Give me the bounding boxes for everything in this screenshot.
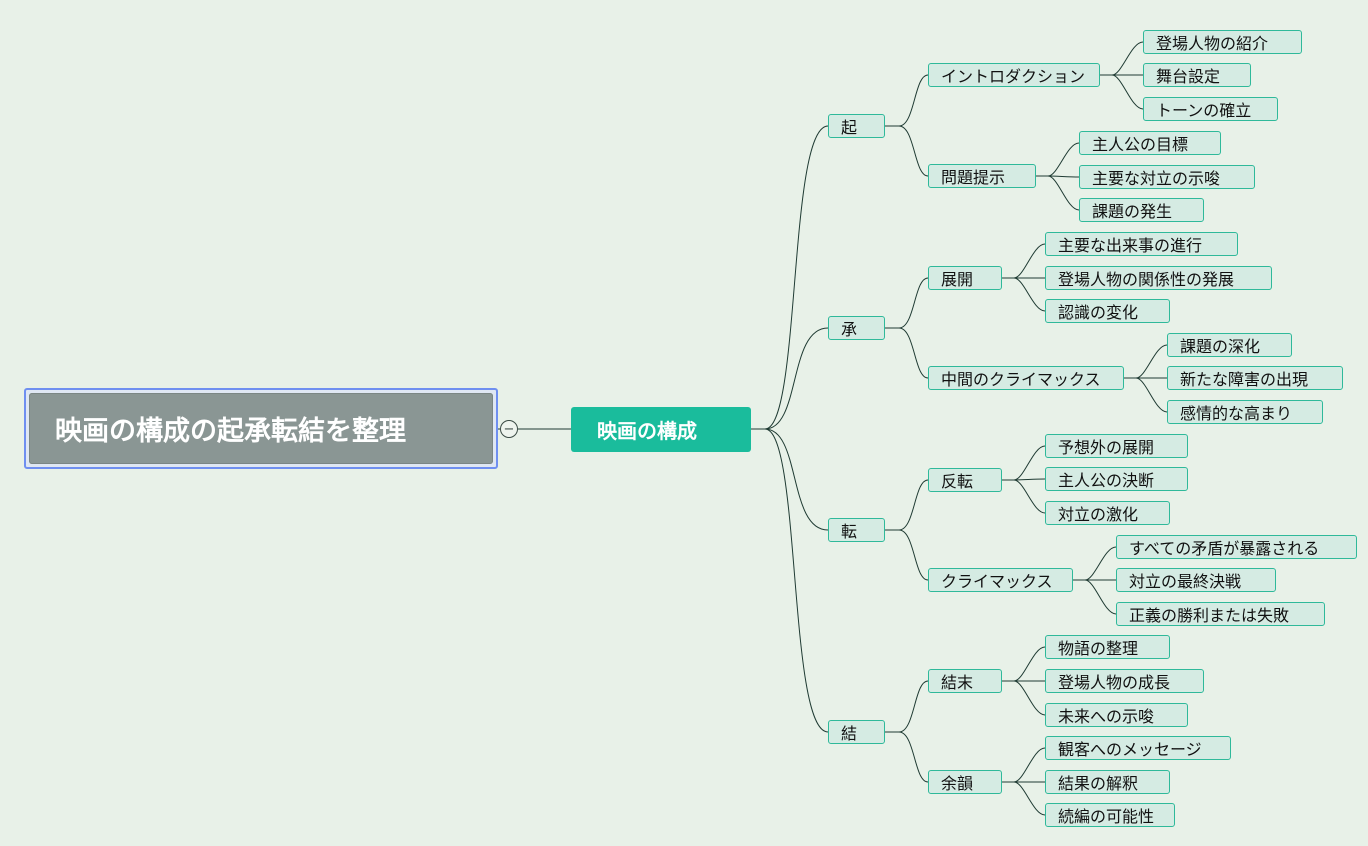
connector-line <box>751 428 829 531</box>
leaf-node[interactable]: 感情的な高まり <box>1167 400 1323 424</box>
leaf-node[interactable]: 登場人物の成長 <box>1045 669 1204 693</box>
sub-branch-node[interactable]: 中間のクライマックス <box>928 366 1124 390</box>
leaf-node[interactable]: 新たな障害の出現 <box>1167 366 1343 390</box>
connector-line <box>1002 478 1046 481</box>
connector-line <box>1100 74 1144 110</box>
leaf-node[interactable]: 予想外の展開 <box>1045 434 1188 458</box>
connector-line <box>885 731 929 783</box>
connector-line <box>885 277 929 329</box>
leaf-node[interactable]: 結果の解釈 <box>1045 770 1170 794</box>
connector-line <box>751 428 829 733</box>
connector-line <box>1124 377 1168 413</box>
connector-line <box>885 74 929 127</box>
connector-line <box>1002 680 1046 716</box>
sub-branch-node[interactable]: 展開 <box>928 266 1002 290</box>
branch-node[interactable]: 転 <box>828 518 885 542</box>
leaf-node[interactable]: 正義の勝利または失敗 <box>1116 602 1325 626</box>
leaf-node[interactable]: 物語の整理 <box>1045 635 1170 659</box>
main-topic[interactable]: 映画の構成 <box>571 407 751 452</box>
branch-node[interactable]: 承 <box>828 316 885 340</box>
sub-branch-node[interactable]: クライマックス <box>928 568 1073 592</box>
connector-line <box>1100 41 1144 76</box>
leaf-node[interactable]: 登場人物の紹介 <box>1143 30 1302 54</box>
leaf-node[interactable]: 対立の最終決戦 <box>1116 568 1276 592</box>
sub-branch-node[interactable]: 反転 <box>928 468 1002 492</box>
leaf-node[interactable]: 主人公の目標 <box>1079 131 1221 155</box>
leaf-node[interactable]: 対立の激化 <box>1045 501 1170 525</box>
connector-line <box>885 529 929 581</box>
connector-line <box>1002 479 1046 514</box>
sub-branch-node[interactable]: 問題提示 <box>928 164 1036 188</box>
leaf-node[interactable]: 主要な出来事の進行 <box>1045 232 1238 256</box>
sub-branch-node[interactable]: 余韻 <box>928 770 1002 794</box>
connector-line <box>1124 344 1168 379</box>
sub-branch-node[interactable]: 結末 <box>928 669 1002 693</box>
connector-line <box>1036 175 1080 178</box>
leaf-node[interactable]: トーンの確立 <box>1143 97 1278 121</box>
connector-line <box>1002 277 1046 312</box>
connector-line <box>1002 445 1046 481</box>
connector-line <box>885 680 929 733</box>
leaf-node[interactable]: 観客へのメッセージ <box>1045 736 1231 760</box>
connector-line <box>1073 546 1117 581</box>
leaf-node[interactable]: 主要な対立の示唆 <box>1079 165 1255 189</box>
collapse-toggle-icon[interactable]: − <box>500 420 518 438</box>
connector-line <box>885 125 929 177</box>
leaf-node[interactable]: 課題の発生 <box>1079 198 1204 222</box>
leaf-node[interactable]: 舞台設定 <box>1143 63 1251 87</box>
leaf-node[interactable]: 続編の可能性 <box>1045 803 1175 827</box>
connector-line <box>1073 579 1117 615</box>
leaf-node[interactable]: 課題の深化 <box>1167 333 1292 357</box>
branch-node[interactable]: 結 <box>828 720 885 744</box>
leaf-node[interactable]: 認識の変化 <box>1045 299 1170 323</box>
leaf-node[interactable]: すべての矛盾が暴露される <box>1116 535 1357 559</box>
root-topic[interactable]: 映画の構成の起承転結を整理 <box>24 388 498 469</box>
leaf-node[interactable]: 主人公の決断 <box>1045 467 1188 491</box>
branch-node[interactable]: 起 <box>828 114 885 138</box>
connector-line <box>1002 243 1046 279</box>
connector-line <box>751 327 829 430</box>
root-topic-title: 映画の構成の起承転結を整理 <box>29 393 493 464</box>
connector-line <box>1036 175 1080 211</box>
sub-branch-node[interactable]: イントロダクション <box>928 63 1100 87</box>
connector-line <box>1036 142 1080 177</box>
connector-line <box>885 479 929 531</box>
connector-line <box>1002 747 1046 783</box>
leaf-node[interactable]: 未来への示唆 <box>1045 703 1188 727</box>
leaf-node[interactable]: 登場人物の関係性の発展 <box>1045 266 1272 290</box>
connector-line <box>751 125 829 430</box>
connector-line <box>885 327 929 379</box>
connector-line <box>1002 781 1046 816</box>
connector-line <box>1002 646 1046 682</box>
